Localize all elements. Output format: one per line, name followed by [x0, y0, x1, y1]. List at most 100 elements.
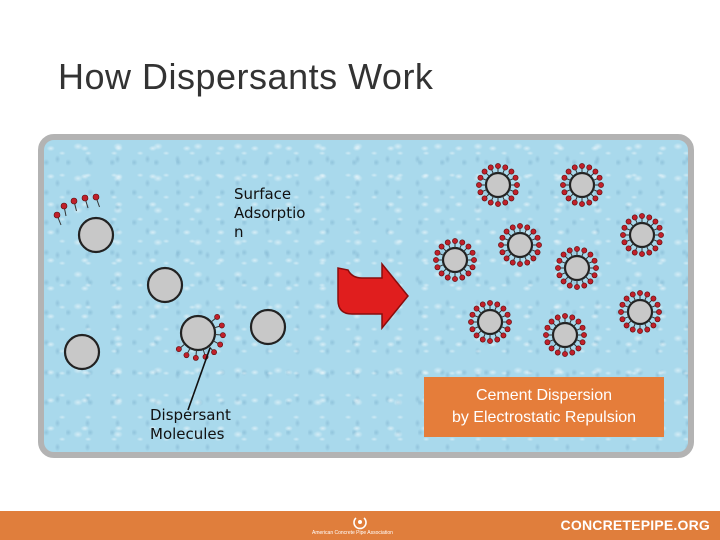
dispersant-molecule-head	[570, 315, 575, 320]
dispersant-molecule-head	[592, 273, 597, 278]
dispersant-molecule-head	[562, 190, 567, 195]
dispersant-molecule-head	[592, 258, 597, 263]
coated-cement-particle	[620, 213, 663, 256]
dispersant-molecule-head	[445, 240, 450, 245]
dispersant-molecule-head	[653, 246, 658, 251]
dispersant-molecule-head	[630, 327, 635, 332]
dispersant-molecule-head	[478, 175, 483, 180]
dispersant-molecule-head	[656, 309, 661, 314]
dispersant-molecule-head	[622, 240, 627, 245]
dispersant-molecule-head	[215, 314, 220, 319]
dispersant-molecule-head	[482, 169, 487, 174]
dispersant-molecule-head	[582, 248, 587, 253]
dispersant-molecule-head	[470, 265, 475, 270]
dispersant-molecule-head	[632, 250, 637, 255]
dispersant-molecule-head	[513, 190, 518, 195]
dispersant-molecule-head	[474, 306, 479, 311]
dispersant-molecule-head	[474, 333, 479, 338]
dispersant-molecule-head	[545, 340, 550, 345]
cement-particle	[570, 173, 594, 197]
dispersant-molecule-head	[593, 265, 598, 270]
cement-particle	[486, 173, 510, 197]
dispersant-molecule-head	[618, 309, 623, 314]
dispersant-molecule-head	[580, 325, 585, 330]
dispersant-molecule-head	[557, 273, 562, 278]
dispersant-molecule-head	[593, 196, 598, 201]
dispersant-molecule-head	[637, 328, 642, 333]
dispersant-molecule-head	[517, 261, 522, 266]
dispersant-label-line: Molecules	[150, 425, 270, 444]
dispersant-molecule-head	[500, 235, 505, 240]
dispersant-molecule-head	[480, 302, 485, 307]
dispersant-molecule-head	[466, 271, 471, 276]
dispersant-molecule-head	[535, 235, 540, 240]
cement-particle	[148, 268, 182, 302]
dispersant-molecule-head	[468, 319, 473, 324]
dispersant-molecule-head	[624, 296, 629, 301]
dispersant-molecule-head	[593, 169, 598, 174]
dispersant-molecule-head	[588, 252, 593, 257]
dispersant-molecule-head	[630, 292, 635, 297]
dispersant-molecule-head	[657, 240, 662, 245]
dispersant-molecule-head	[220, 333, 225, 338]
dispersant-molecule-head	[562, 175, 567, 180]
dispersant-molecule-head	[509, 169, 514, 174]
dispersant-molecule-head	[470, 312, 475, 317]
coated-cement-particle	[468, 300, 511, 343]
dispersant-molecule-head	[478, 190, 483, 195]
dispersant-molecule-head	[543, 332, 548, 337]
dispersant-molecule-head	[620, 302, 625, 307]
dispersant-molecule-head	[555, 265, 560, 270]
dispersant-molecule-head	[514, 182, 519, 187]
dispersant-molecule-head	[622, 225, 627, 230]
dispersant-molecule-head	[567, 283, 572, 288]
dispersant-molecule-head	[555, 315, 560, 320]
dispersant-molecule-head	[632, 215, 637, 220]
dispersant-molecule-head	[439, 244, 444, 249]
dispersant-molecule-head	[555, 350, 560, 355]
dispersant-molecule-head	[480, 337, 485, 342]
dispersant-molecule-head	[645, 292, 650, 297]
dispersant-molecule-head	[535, 250, 540, 255]
dispersant-molecule-head	[560, 182, 565, 187]
dispersant-molecule-head	[557, 258, 562, 263]
dispersant-molecule-head	[657, 225, 662, 230]
dispersant-molecule-head	[482, 196, 487, 201]
dispersant-molecule-head	[471, 257, 476, 262]
cement-particle	[628, 300, 652, 324]
coated-cement-particle	[476, 163, 519, 206]
dispersant-molecule-head	[525, 225, 530, 230]
coated-cement-particle	[433, 238, 476, 281]
dispersant-molecule-head	[71, 198, 77, 204]
surface-label-line: Surface	[234, 185, 324, 204]
footer-site-link[interactable]: CONCRETEPIPE.ORG	[561, 517, 710, 533]
footer-association: American Concrete Pipe Association	[312, 530, 393, 536]
dispersant-molecule-head	[655, 302, 660, 307]
dispersant-molecule-head	[536, 242, 541, 247]
dispersant-molecule-head	[562, 351, 567, 356]
cement-particle	[79, 218, 113, 252]
dispersant-molecule-head	[598, 182, 603, 187]
dispersant-molecule-head	[561, 279, 566, 284]
dispersant-molecule-head	[219, 323, 224, 328]
dispersant-molecule-head	[655, 317, 660, 322]
dispersant-molecule-head	[587, 165, 592, 170]
cement-particle	[65, 335, 99, 369]
dispersant-molecule-head	[587, 200, 592, 205]
dispersant-molecule-head	[433, 257, 438, 262]
dispersant-label-line: Dispersant	[150, 406, 270, 425]
dispersant-molecule-head	[561, 252, 566, 257]
dispersant-molecule-head	[503, 200, 508, 205]
dispersant-molecule-head	[653, 219, 658, 224]
callout-line: Cement Dispersion	[424, 385, 664, 407]
dispersant-molecule-head	[211, 350, 216, 355]
surface-adsorption-label: Surface Adsorptio n	[234, 185, 324, 242]
cement-dispersion-callout: Cement Dispersion by Electrostatic Repul…	[424, 377, 664, 437]
cement-particle	[553, 323, 577, 347]
dispersant-molecule-head	[218, 342, 223, 347]
dispersant-molecule-head	[487, 338, 492, 343]
cement-particle	[251, 310, 285, 344]
dispersant-molecule-head	[651, 296, 656, 301]
dispersant-molecule-head	[562, 313, 567, 318]
